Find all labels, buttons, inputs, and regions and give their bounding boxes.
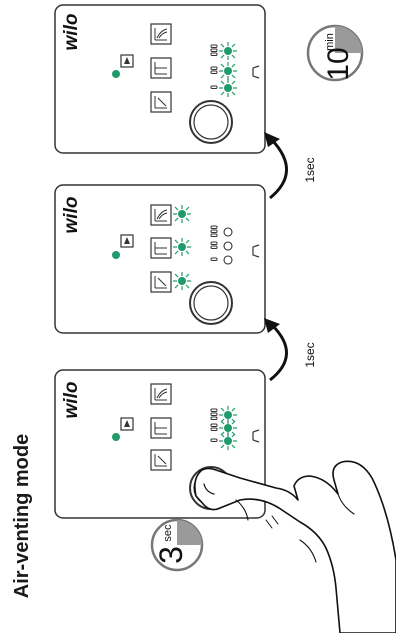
constant-pressure-icon [150,417,172,439]
finger-icon [194,460,396,634]
transition-arrow-2: 1sec [264,132,317,200]
led-active [172,237,192,257]
led-active [172,204,192,224]
timer-value: 10 [322,47,355,80]
variable-pressure-icon [150,449,172,471]
variable-pressure-icon [150,271,172,293]
lock-icon [120,234,134,248]
timer-unit: min [324,33,336,51]
timer-10min: 10 min [306,24,364,82]
status-led [112,433,120,441]
arrow-label: 1sec [303,342,317,367]
page-title: Air-venting mode [11,433,33,599]
control-panel-2: wilo [54,184,266,334]
status-led [112,70,120,78]
transition-arrow-1: 1sec [264,318,317,382]
timer-3sec: 3 sec [150,518,204,572]
timer-value: 3 [153,546,189,564]
led-off [223,255,233,265]
pump-button-icon[interactable] [189,100,233,144]
led-active [172,271,192,291]
led-off [223,227,233,237]
speed-curve-icon [150,383,172,405]
control-panel-3: wilo [54,4,266,154]
constant-pressure-icon [150,237,172,259]
constant-pressure-icon [150,57,172,79]
led-active [218,78,238,98]
led-active [218,61,238,81]
status-led [112,251,120,259]
led-off [223,241,233,251]
pump-button-icon[interactable] [189,281,233,325]
led-active [218,41,238,61]
led-active [218,431,238,451]
variable-pressure-icon [150,91,172,113]
brand-logo: wilo [61,197,82,234]
speed-curve-icon [150,23,172,45]
arrow-label: 1sec [303,157,317,182]
lock-icon [120,54,134,68]
speed-curve-icon [150,204,172,226]
brand-logo: wilo [61,382,82,419]
timer-unit: sec [162,524,174,542]
lock-icon [120,417,134,431]
brand-logo: wilo [61,14,82,51]
